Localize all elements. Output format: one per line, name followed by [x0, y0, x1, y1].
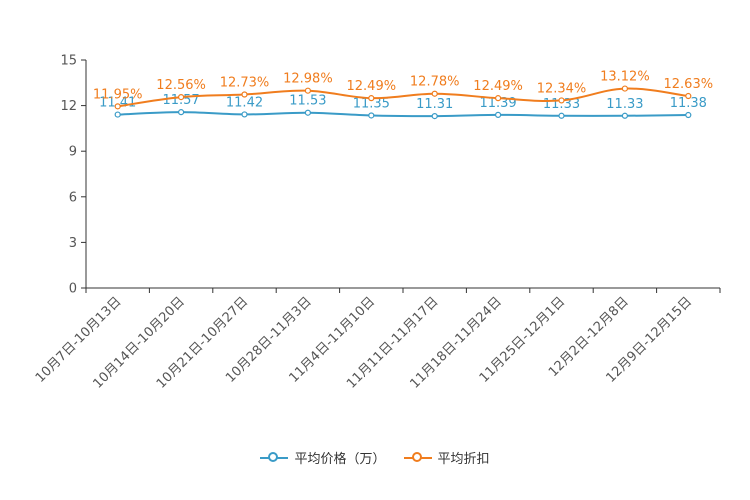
- data-label-1: 12.49%: [347, 79, 397, 94]
- data-label-0: 11.35: [353, 96, 390, 111]
- series-line-0: [117, 111, 689, 118]
- series-line-1: [117, 87, 689, 108]
- y-tick-label: 6: [69, 190, 77, 205]
- legend: 平均价格（万） 平均折扣: [0, 448, 750, 467]
- data-label-1: 12.98%: [283, 72, 333, 87]
- y-tick-label: 0: [69, 282, 77, 297]
- data-label-1: 12.73%: [220, 76, 270, 91]
- data-point-0: [178, 109, 185, 116]
- data-label-1: 12.49%: [473, 79, 523, 94]
- data-label-1: 12.56%: [156, 78, 206, 93]
- data-label-0: 11.53: [289, 94, 326, 109]
- y-tick-label: 15: [60, 54, 77, 69]
- legend-label-price: 平均价格（万）: [294, 452, 386, 467]
- data-point-1: [495, 95, 502, 102]
- data-label-1: 13.12%: [600, 70, 650, 85]
- data-point-1: [368, 95, 375, 102]
- data-label-1: 12.78%: [410, 75, 460, 90]
- data-point-0: [558, 112, 565, 119]
- data-point-1: [621, 85, 629, 92]
- data-label-1: 12.63%: [664, 77, 714, 92]
- y-tick-label: 3: [69, 236, 77, 251]
- data-point-0: [241, 111, 248, 118]
- data-label-0: 11.42: [226, 95, 263, 110]
- data-point-0: [431, 112, 438, 120]
- data-point-0: [114, 111, 121, 118]
- data-point-1: [558, 97, 565, 104]
- legend-label-discount: 平均折扣: [437, 452, 490, 467]
- data-point-0: [368, 112, 375, 119]
- y-tick-label: 9: [69, 145, 77, 160]
- data-point-1: [431, 90, 438, 97]
- data-point-0: [685, 111, 692, 119]
- data-label-1: 12.34%: [537, 81, 587, 96]
- data-point-0: [495, 111, 502, 118]
- data-point-1: [114, 103, 121, 110]
- data-label-0: 11.38: [670, 96, 707, 111]
- data-label-0: 11.31: [416, 97, 453, 112]
- data-point-0: [304, 109, 311, 116]
- data-label-0: 11.41: [99, 96, 136, 111]
- legend-item-discount[interactable]: 平均折扣: [403, 448, 490, 467]
- legend-item-price[interactable]: 平均价格（万）: [260, 448, 386, 467]
- y-tick-label: 12: [60, 99, 77, 114]
- data-point-1: [685, 92, 692, 100]
- legend-swatch-price: [260, 451, 289, 465]
- data-label-1: 11.95%: [93, 87, 143, 102]
- legend-swatch-discount: [403, 451, 432, 465]
- data-point-1: [178, 93, 185, 101]
- data-point-1: [304, 87, 311, 94]
- data-point-0: [621, 112, 629, 119]
- data-label-0: 11.33: [606, 97, 643, 112]
- data-point-1: [241, 91, 248, 98]
